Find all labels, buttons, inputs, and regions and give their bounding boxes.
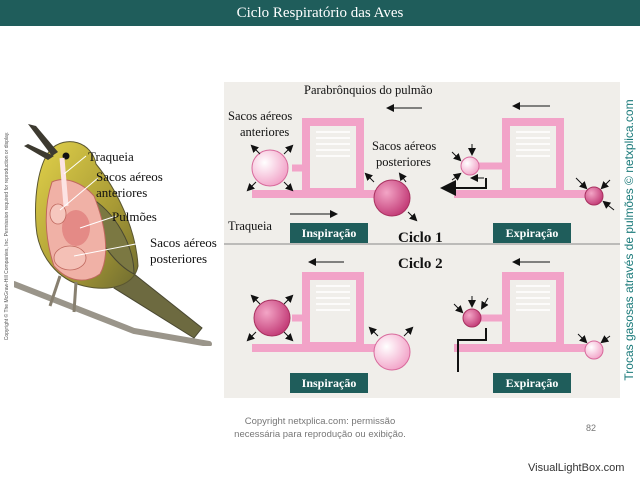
side-vertical-caption: Trocas gasosas através de pulmões © netx…	[618, 88, 640, 398]
c1-insp-posterior-sac	[373, 179, 411, 217]
copyright-vertical-text: Copyright © The McGraw-Hill Companies, I…	[4, 131, 10, 341]
label-posterior-sacs-1: Sacos aéreos	[372, 139, 437, 153]
footer-copyright: Copyright netxplica.com: permissão neces…	[205, 415, 435, 441]
branch	[14, 281, 212, 346]
bird-label-posterior-sacs-1: Sacos aéreos	[150, 235, 217, 250]
cycle-2-label: Ciclo 2	[398, 256, 443, 272]
watermark: VisualLightBox.com	[528, 462, 625, 474]
bird-label-anterior-sacs-1: Sacos aéreos	[96, 169, 163, 184]
label-anterior-sacs-1: Sacos aéreos	[228, 109, 293, 123]
bird-lungs-shape	[62, 210, 90, 246]
bird-label-lungs: Pulmões	[112, 209, 157, 224]
c2-exp-anterior-sac	[462, 308, 482, 328]
label-trachea: Traqueia	[228, 219, 272, 233]
c1-expiration-label: Expiração	[493, 223, 571, 243]
bird-label-posterior-sacs-2: posteriores	[150, 251, 208, 266]
c1-exp-posterior-sac	[584, 186, 604, 206]
footer-line-1: Copyright netxplica.com: permissão	[244, 416, 396, 427]
bird-label-anterior-sacs-2: anteriores	[96, 185, 148, 200]
c2-inspiration-label: Inspiração	[290, 373, 368, 393]
c1-exp-anterior-sac	[460, 156, 480, 176]
label-anterior-sacs-2: anteriores	[240, 125, 290, 139]
c1-inspiration-label: Inspiração	[290, 223, 368, 243]
c1-insp-anterior-sac	[251, 149, 289, 187]
bird-eye	[62, 152, 70, 160]
bird-trachea-tube	[59, 157, 69, 207]
label-parabronchi: Parabrônquios do pulmão	[304, 83, 433, 97]
footer-line-2: necessária para reprodução ou exibição.	[234, 429, 406, 440]
side-vertical-text: Trocas gasosas através de pulmões © netx…	[622, 99, 636, 381]
copyright-vertical: Copyright © The McGraw-Hill Companies, I…	[2, 98, 12, 378]
c2-inspiration-diagram	[246, 258, 414, 371]
slide-title: Ciclo Respiratório das Aves	[0, 0, 640, 26]
bird-illustration	[14, 124, 212, 346]
bird-label-trachea: Traqueia	[88, 149, 134, 164]
c1-expiration-diagram	[440, 102, 615, 211]
bird-legs	[48, 275, 78, 313]
page-number: 82	[586, 423, 597, 433]
c2-insp-posterior-sac	[373, 333, 411, 371]
respiratory-cycle-diagram	[224, 102, 620, 372]
c2-expiration-label: Expiração	[493, 373, 571, 393]
c2-expiration-diagram	[453, 258, 611, 372]
c1-inspiration-diagram	[246, 104, 422, 222]
label-posterior-sacs-2: posteriores	[376, 155, 431, 169]
c2-exp-posterior-sac	[584, 340, 604, 360]
c2-insp-anterior-sac	[253, 299, 291, 337]
cycle-1-label: Ciclo 1	[398, 230, 443, 246]
bird-beak	[28, 124, 58, 156]
